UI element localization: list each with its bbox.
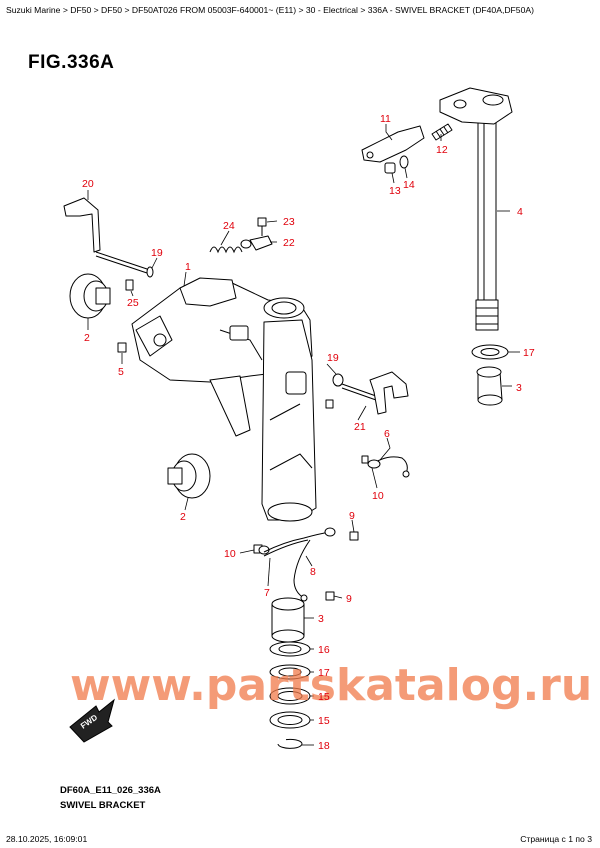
breadcrumb: Suzuki Marine > DF50 > DF50 > DF50AT026 … [6,5,534,15]
callout-9-lower: 9 [346,593,352,605]
callout-12: 12 [436,144,448,156]
callout-22: 22 [283,237,295,249]
washer-16 [269,641,311,657]
ground-wires-lower [253,527,359,602]
diagram-caption: SWIVEL BRACKET [60,800,146,811]
watermark: www.partskatalog.ru [70,660,592,711]
callout-3-upper: 3 [516,382,522,394]
callouts: 11 12 13 14 4 20 24 23 22 19 1 25 2 5 17… [82,113,535,752]
callout-19-upper: 19 [151,247,163,259]
callout-9-upper: 9 [349,510,355,522]
callout-17-lower: 17 [318,667,330,679]
swivel-bracket-body [131,277,317,522]
callout-25: 25 [127,297,139,309]
callout-19-lower: 19 [327,352,339,364]
bushing-upper [69,273,111,319]
callout-13: 13 [389,185,401,197]
callout-1: 1 [185,261,191,273]
bolt-25 [125,279,134,291]
callout-11: 11 [380,113,391,125]
callout-16: 16 [318,644,330,656]
spring-assembly [209,217,273,254]
ground-wire-6 [361,455,410,478]
callout-24: 24 [223,220,235,232]
callout-7: 7 [264,587,270,599]
diagram-code: DF60A_E11_026_336A [60,785,161,796]
callout-20: 20 [82,178,94,190]
callout-17-upper: 17 [523,347,535,359]
bracket-20 [63,197,154,278]
callout-10-lower: 10 [224,548,236,560]
bracket-11 [361,123,453,174]
steering-shaft [439,87,513,331]
washer-17-lower [269,664,311,680]
callout-18: 18 [318,740,330,752]
bushing-3-upper [476,366,503,406]
bracket-21 [325,371,409,415]
callout-10-upper: 10 [372,490,384,502]
callout-3-lower: 3 [318,613,324,625]
leader-lines [87,124,520,746]
callout-15-lower: 15 [318,715,330,727]
callout-4: 4 [517,206,523,218]
footer-page-count: Страница с 1 по 3 [520,834,592,844]
figure-title: FIG.336A [28,52,115,73]
washer-17-upper [471,344,509,360]
callout-21: 21 [354,421,366,433]
washer-15-lower [269,711,311,729]
callout-2-upper: 2 [84,332,90,344]
callout-23: 23 [283,216,295,228]
callout-8: 8 [310,566,316,578]
callout-6: 6 [384,428,390,440]
bushing-3-lower [271,597,305,643]
snap-ring-18 [277,738,303,749]
footer-timestamp: 28.10.2025, 16:09:01 [6,834,88,844]
callout-2-lower: 2 [180,511,186,523]
washer-15-upper [269,687,311,705]
fwd-arrow-icon: FWD [69,698,115,743]
callout-5: 5 [118,366,124,378]
bolt-5 [117,342,127,353]
callout-14: 14 [403,179,415,191]
bushing-lower [167,453,211,499]
callout-15-upper: 15 [318,691,330,703]
